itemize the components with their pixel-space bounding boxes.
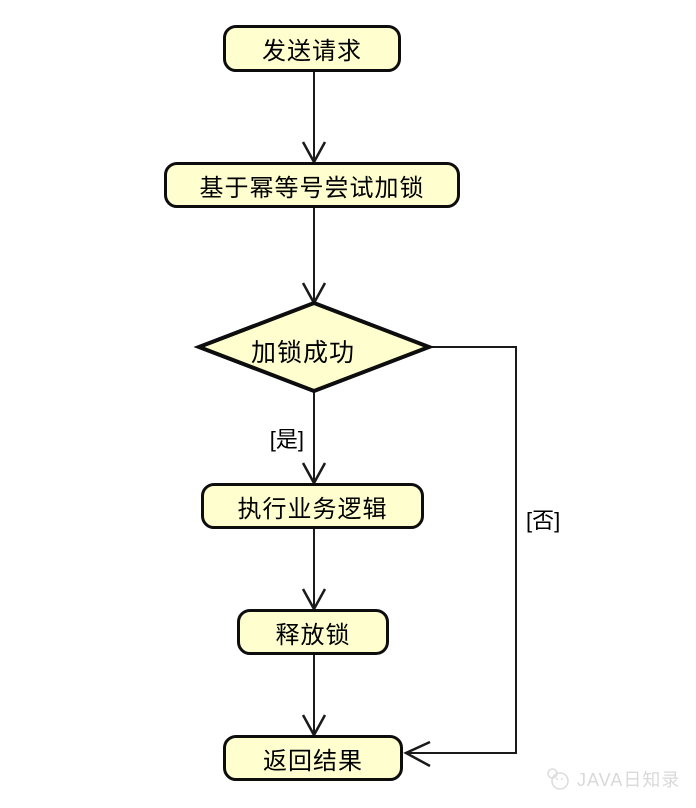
logo-icon xyxy=(545,766,571,792)
edge-label-no: [否] xyxy=(526,508,561,533)
watermark: JAVA日知录 xyxy=(545,766,680,792)
node-return-result: 返回结果 xyxy=(223,735,403,781)
node-send-request-label: 发送请求 xyxy=(262,38,362,65)
node-release-lock: 释放锁 xyxy=(237,609,389,655)
node-lock-success-label: 加锁成功 xyxy=(250,339,355,367)
node-lock-success-diamond xyxy=(193,300,435,394)
watermark-text: JAVA日知录 xyxy=(577,770,681,790)
arrowhead-into-return-right xyxy=(403,740,431,768)
node-execute-business-label: 执行业务逻辑 xyxy=(237,495,388,523)
node-return-result-label: 返回结果 xyxy=(263,747,363,775)
node-release-lock-label: 释放锁 xyxy=(275,621,351,649)
connector-lines xyxy=(313,72,517,754)
node-try-lock: 基于幂等号尝试加锁 xyxy=(164,162,460,208)
arrow-heads xyxy=(301,141,431,768)
node-send-request: 发送请求 xyxy=(223,25,401,72)
node-try-lock-label: 基于幂等号尝试加锁 xyxy=(199,174,425,202)
edge-label-yes: [是] xyxy=(269,427,304,452)
node-execute-business: 执行业务逻辑 xyxy=(201,483,424,529)
connector-diamond-to-return-no xyxy=(406,346,517,754)
